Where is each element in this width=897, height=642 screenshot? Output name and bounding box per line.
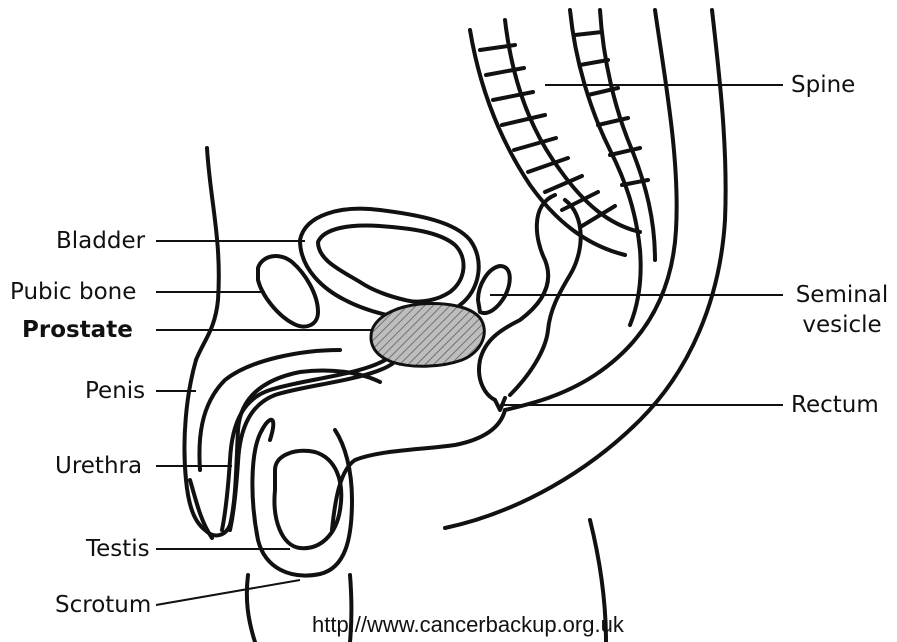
- label-pubic-bone: Pubic bone: [10, 281, 136, 304]
- label-spine: Spine: [791, 74, 855, 97]
- label-urethra: Urethra: [55, 455, 142, 478]
- scrotum-leader: [156, 580, 300, 605]
- seminal-vesicle-shape: [478, 266, 510, 313]
- label-testis: Testis: [86, 538, 150, 561]
- spine-shape: [470, 10, 655, 325]
- abdominal-wall: [196, 148, 219, 360]
- testis-shape: [274, 451, 341, 548]
- source-url-caption: http://www.cancerbackup.org.uk: [312, 612, 624, 638]
- label-bladder: Bladder: [56, 230, 145, 253]
- label-seminal-vesicle: Seminal vesicle: [790, 281, 894, 341]
- penis-outline: [184, 360, 230, 535]
- prostate-shape: [371, 304, 484, 367]
- label-scrotum: Scrotum: [55, 594, 151, 617]
- label-rectum: Rectum: [791, 394, 879, 417]
- rectum-shape: [479, 195, 555, 400]
- label-prostate: Prostate: [22, 319, 133, 342]
- label-seminal-vesicle-line2: vesicle: [790, 311, 894, 341]
- label-penis: Penis: [85, 380, 145, 403]
- label-seminal-vesicle-line1: Seminal: [790, 281, 894, 311]
